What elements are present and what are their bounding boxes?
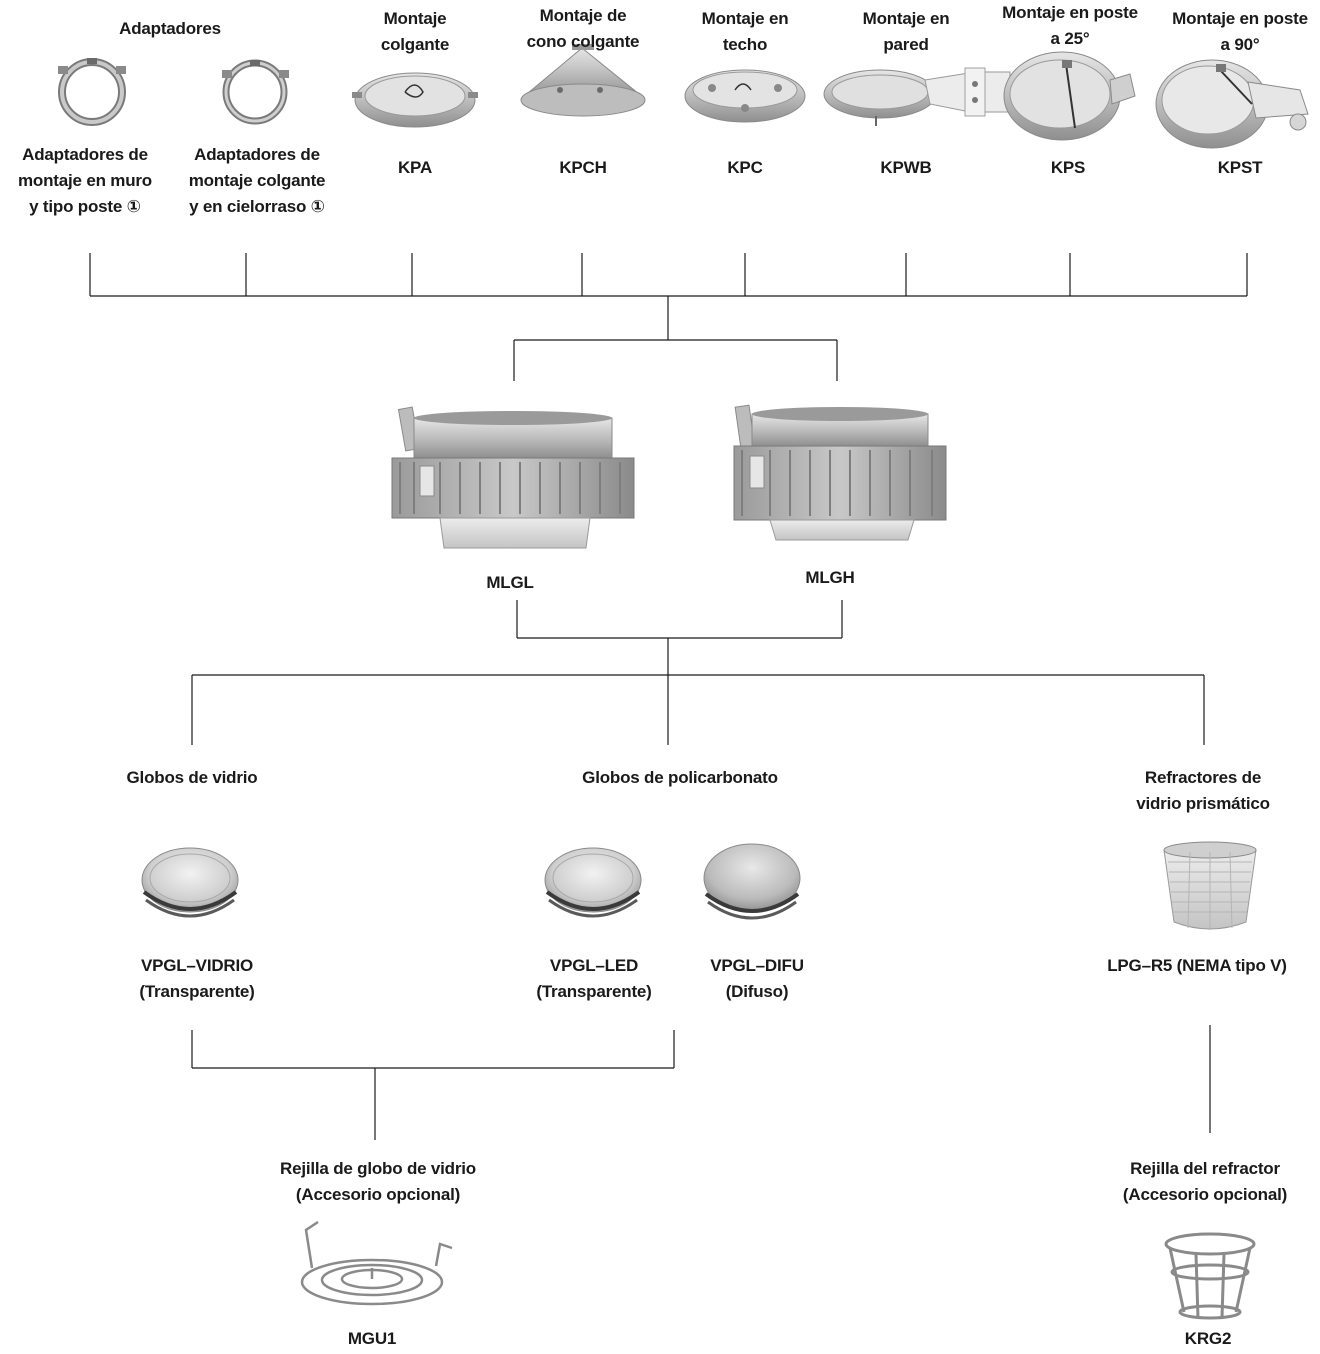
clear-polycarbonate-globe-icon bbox=[544, 847, 642, 918]
kps-code: KPS bbox=[1050, 158, 1086, 177]
ring-adapter-icon bbox=[222, 59, 289, 125]
globe-guard-icon bbox=[300, 1220, 453, 1306]
mgu1-code: MGU1 bbox=[347, 1329, 397, 1348]
lpg-r5-code: LPG–R5 (NEMA tipo V) bbox=[1107, 956, 1287, 975]
adapters-group-label: Adaptadores bbox=[119, 19, 221, 38]
wall-bracket-mount-icon bbox=[823, 67, 1011, 126]
ring-adapter-icon bbox=[58, 58, 126, 126]
fixture-housing-high-icon bbox=[733, 404, 947, 541]
kpc-code: KPC bbox=[727, 158, 763, 177]
kpwb-code: KPWB bbox=[880, 158, 932, 177]
glass-globe-guard-heading: Rejilla de globo de vidrio(Accesorio opc… bbox=[280, 1159, 476, 1204]
ceiling-mount-icon bbox=[684, 69, 806, 123]
vpgl-vidrio-code: VPGL–VIDRIO(Transparente) bbox=[139, 956, 255, 1001]
refractor-guard-heading: Rejilla del refractor(Accesorio opcional… bbox=[1122, 1159, 1288, 1204]
krg2-code: KRG2 bbox=[1184, 1329, 1232, 1348]
kpch-code: KPCH bbox=[559, 158, 607, 177]
diffuse-globe-icon bbox=[703, 843, 801, 920]
glass-globes-category: Globos de vidrio bbox=[126, 768, 258, 787]
refractor-guard-icon bbox=[1164, 1232, 1256, 1320]
pendant-mount-icon bbox=[352, 72, 478, 128]
clear-glass-globe-icon bbox=[141, 847, 239, 918]
mlgh-code: MLGH bbox=[805, 568, 855, 587]
kpa-code: KPA bbox=[397, 158, 433, 177]
mlgl-code: MLGL bbox=[486, 573, 534, 592]
cone-pendant-mount-icon bbox=[520, 44, 646, 117]
prismatic-refractor-icon bbox=[1163, 841, 1257, 930]
stanchion-90-mount-icon bbox=[1155, 59, 1309, 149]
vpgl-led-code: VPGL–LED(Transparente) bbox=[536, 956, 652, 1001]
stanchion-25-mount-icon bbox=[1003, 51, 1136, 141]
connector-lines bbox=[89, 253, 1248, 1140]
fixture-housing-low-icon bbox=[391, 406, 635, 549]
kpst-code: KPST bbox=[1217, 158, 1263, 177]
polycarbonate-globes-category: Globos de policarbonato bbox=[582, 768, 778, 787]
vpgl-difu-code: VPGL–DIFU(Difuso) bbox=[710, 956, 804, 1001]
